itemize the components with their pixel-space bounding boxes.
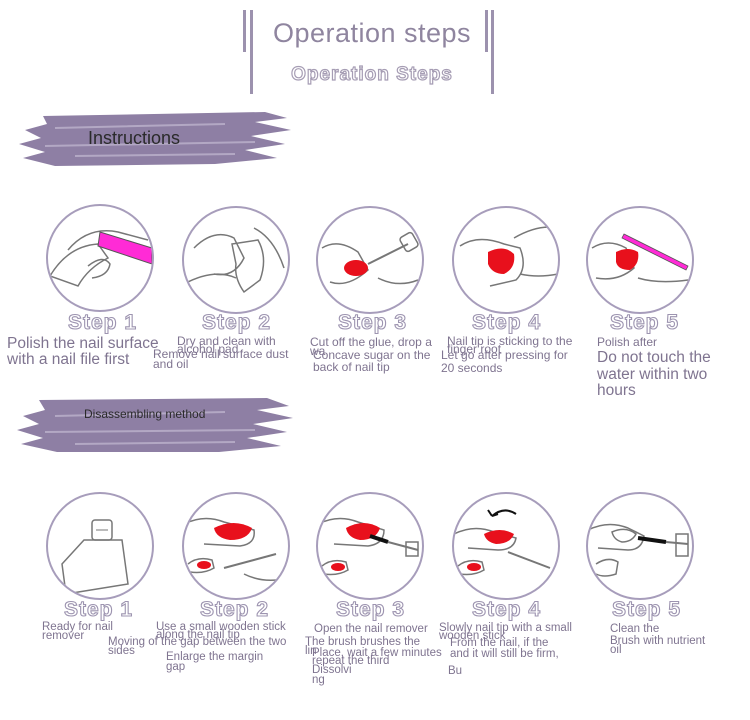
- instruction-1-line-1: Polish the nail surface: [7, 335, 159, 352]
- instruction-5-line-1: Polish after: [597, 335, 658, 349]
- instruction-3-line-3: Concave sugar on the: [313, 348, 431, 362]
- instruction-step-5-label: Step 5: [609, 310, 680, 334]
- page-subtitle: Operation Steps: [291, 63, 453, 85]
- instruction-4-line-4: 20 seconds: [441, 361, 503, 375]
- title-bar-right-inner: [485, 10, 488, 52]
- instruction-step-4-illustration: [452, 206, 560, 314]
- instruction-3-line-2: wa: [310, 344, 326, 358]
- disassembling-5-line-1: Clean the: [610, 623, 660, 635]
- disassembling-3-line-1: Open the nail remover: [314, 623, 428, 635]
- instruction-2-line-2: alcohol pad: [177, 342, 239, 356]
- instruction-2-line-3: Remove nail surface dust: [153, 347, 289, 361]
- disassembling-step-4-illustration: [452, 492, 560, 600]
- instruction-4-line-2: finger root: [447, 342, 502, 356]
- instruction-3-line-4: back of nail tip: [313, 360, 390, 374]
- disassembling-4-line-5: Bu: [448, 665, 463, 677]
- disassembling-step-1-illustration: [46, 492, 154, 600]
- disassembling-step-1-label: Step 1: [63, 597, 134, 621]
- disassembling-step-2-illustration: [182, 492, 290, 600]
- disassembling-2-line-3: Moving of the gap between the two: [108, 636, 287, 648]
- disassembling-2-line-4: sides: [108, 645, 135, 657]
- disassembling-3-line-2: The brush brushes the: [305, 636, 421, 648]
- instruction-1-line-2: with a nail file first: [7, 351, 130, 368]
- instruction-5-line-3: water within two: [597, 366, 708, 383]
- disassembling-1-line-1: Ready for nail: [42, 621, 113, 633]
- title-bar-left-inner: [250, 10, 253, 94]
- disassembling-2-line-1: Use a small wooden stick: [156, 621, 286, 633]
- instruction-step-3-label: Step 3: [337, 310, 408, 334]
- brush-stroke-disassembling: [17, 398, 293, 452]
- brush-stroke-instructions: [19, 112, 291, 166]
- instruction-5-line-2: Do not touch the: [597, 349, 711, 366]
- disassembling-3-line-3: Place, wait a few minutes: [312, 647, 442, 659]
- disassembling-step-3-label: Step 3: [335, 597, 406, 621]
- instruction-step-2-illustration: [182, 206, 290, 314]
- disassembling-step-5-label: Step 5: [611, 597, 682, 621]
- instruction-2-line-4: and oil: [153, 357, 189, 371]
- disassembling-5-line-2: Brush with nutrient: [610, 635, 706, 647]
- disassembling-4-line-3: From the nail, if the: [450, 637, 549, 649]
- disassembling-4-line-4: and it will still be firm,: [450, 648, 559, 660]
- disassembling-3-line-5: Dissolvi: [312, 664, 352, 676]
- title-bar-left-outer: [243, 10, 246, 52]
- disassembling-step-5-illustration: [586, 492, 694, 600]
- disassembling-3-line-4: repeat the third: [312, 655, 390, 667]
- instruction-2-line-1: Dry and clean with: [177, 334, 276, 348]
- section-label-instructions: Instructions: [88, 128, 181, 148]
- instruction-step-4-label: Step 4: [471, 310, 542, 334]
- instruction-4-line-3: Let go after pressing for: [441, 348, 568, 362]
- instruction-5-line-4: hours: [597, 382, 636, 399]
- instruction-step-1-label: Step 1: [67, 310, 138, 334]
- disassembling-2-line-2: along the nail tip: [156, 629, 240, 641]
- page-title: Operation steps: [272, 18, 472, 48]
- disassembling-step-3-illustration: [316, 492, 424, 600]
- disassembling-3-line-6: ng: [312, 674, 325, 686]
- instruction-step-5-illustration: [586, 206, 694, 314]
- disassembling-3-line-7: lin: [305, 645, 317, 657]
- disassembling-4-line-2: wooden stick: [439, 630, 506, 642]
- disassembling-1-line-2: remover: [42, 630, 85, 642]
- instruction-3-line-1: Cut off the glue, drop a: [310, 335, 432, 349]
- instruction-step-1-illustration: [46, 204, 154, 312]
- disassembling-step-4-label: Step 4: [471, 597, 542, 621]
- disassembling-2-line-6: gap: [166, 661, 186, 673]
- instruction-4-line-1: Nail tip is sticking to the: [447, 334, 573, 348]
- disassembling-5-line-3: oil: [610, 644, 622, 656]
- disassembling-step-2-label: Step 2: [199, 597, 270, 621]
- disassembling-4-line-1: Slowly nail tip with a small: [439, 622, 572, 634]
- section-label-disassembling: Disassembling method: [84, 407, 206, 421]
- disassembling-2-line-5: Enlarge the margin: [166, 651, 264, 663]
- instruction-step-3-illustration: [316, 206, 424, 314]
- instruction-step-2-label: Step 2: [201, 310, 272, 334]
- title-bar-right-outer: [491, 10, 494, 94]
